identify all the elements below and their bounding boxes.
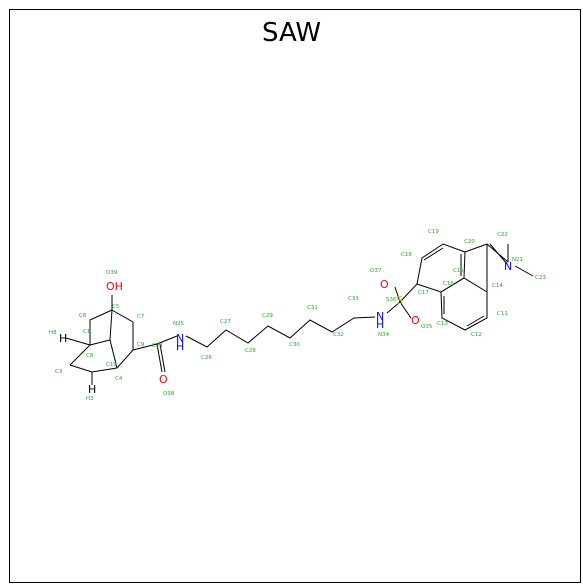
diagram-frame [9, 9, 581, 583]
label-c26: C26 [201, 355, 212, 361]
label-n21: N21 [512, 257, 523, 263]
label-s36: S36 [386, 297, 397, 303]
label-c23: C23 [535, 275, 546, 281]
label-h8: H8 [49, 330, 57, 336]
label-c16: C16 [443, 281, 454, 287]
label-o35: O35 [421, 324, 433, 330]
amide-hydrogen: H [176, 340, 184, 353]
label-c17: C17 [418, 290, 429, 296]
label-c4: C4 [115, 376, 123, 382]
label-c5: C5 [112, 304, 120, 310]
amide-bonds [156, 335, 178, 373]
hydrogen-h8: H [59, 332, 67, 345]
sulfonyl-oxygen-2: O [411, 314, 420, 327]
label-h2: H2 [86, 396, 94, 402]
label-o37: O37 [370, 268, 382, 274]
label-c6: C6 [79, 313, 87, 319]
label-n34: N34 [378, 332, 390, 338]
label-c11: C11 [497, 311, 508, 317]
alkyl-chain [185, 316, 376, 348]
label-c32: C32 [333, 332, 344, 338]
label-c7: C7 [137, 314, 145, 320]
label-c12: C12 [471, 332, 482, 338]
adamantane-bonds [65, 295, 158, 385]
label-c30: C30 [289, 342, 300, 348]
label-c27: C27 [220, 319, 231, 325]
amine-nitrogen: N [504, 260, 512, 273]
label-c13: C13 [437, 321, 448, 327]
label-c29: C29 [262, 313, 273, 319]
hydroxyl-oxygen: OH [106, 280, 123, 293]
label-n25: N25 [173, 321, 185, 327]
label-c9: C9 [137, 342, 145, 348]
sulfonyl-bonds [386, 283, 418, 319]
label-c19: C19 [428, 229, 439, 235]
label-c20: C20 [464, 239, 475, 245]
carbonyl-oxygen: O [159, 373, 168, 386]
hydrogen-h2: H [88, 383, 96, 396]
label-c1: C1 [83, 329, 90, 335]
amide-nitrogen: N [176, 332, 184, 345]
label-c15: C15 [453, 268, 464, 274]
sulfonamide-nitrogen: N [376, 310, 384, 323]
label-c14: C14 [492, 283, 503, 289]
label-c31: C31 [307, 305, 318, 311]
label-o38: O38 [163, 391, 175, 397]
label-c22: C22 [497, 232, 508, 238]
sulfonamide-hydrogen: H [376, 318, 384, 331]
label-o39: O39 [106, 270, 118, 276]
label-c18: C18 [401, 252, 412, 258]
label-c10: C10 [106, 362, 117, 368]
label-c33: C33 [348, 296, 359, 302]
label-c24: C24 [152, 343, 163, 349]
sulfonyl-oxygen-1: O [380, 278, 389, 291]
label-c8: C8 [86, 353, 94, 359]
label-c28: C28 [245, 348, 256, 354]
label-c3: C3 [55, 369, 63, 375]
sulfur-atom: S [396, 294, 403, 307]
dimethylamino-bonds [486, 243, 534, 277]
diagram-title: SAW [261, 18, 322, 48]
